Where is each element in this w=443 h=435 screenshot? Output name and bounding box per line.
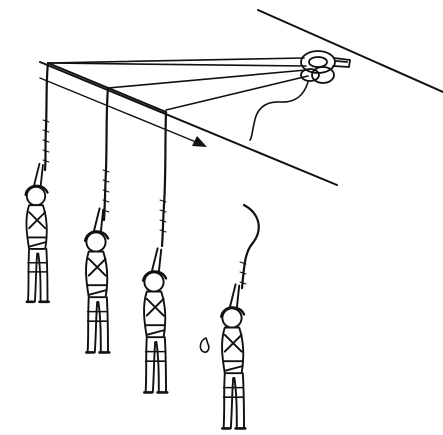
rope-segment bbox=[48, 63, 306, 66]
structure-edges bbox=[40, 10, 443, 185]
hanging-rope-3 bbox=[162, 112, 166, 246]
hook-icon bbox=[200, 338, 208, 352]
ceiling-edge-line bbox=[258, 10, 443, 92]
anchor-ropes bbox=[48, 58, 308, 110]
suspended-worker bbox=[221, 284, 245, 428]
pulley-icon bbox=[301, 51, 350, 83]
suspended-worker bbox=[85, 208, 109, 352]
rope-segment bbox=[48, 58, 304, 63]
hanging-rope-4 bbox=[242, 205, 259, 288]
rope-texture bbox=[43, 120, 246, 284]
rope-segment bbox=[108, 70, 306, 88]
suspended-worker bbox=[143, 248, 167, 392]
hanging-ropes bbox=[45, 63, 259, 288]
tail-rope bbox=[250, 82, 308, 140]
hanging-rope-1 bbox=[45, 63, 48, 170]
arrow-right-icon bbox=[40, 78, 207, 147]
suspended-worker bbox=[26, 164, 49, 302]
